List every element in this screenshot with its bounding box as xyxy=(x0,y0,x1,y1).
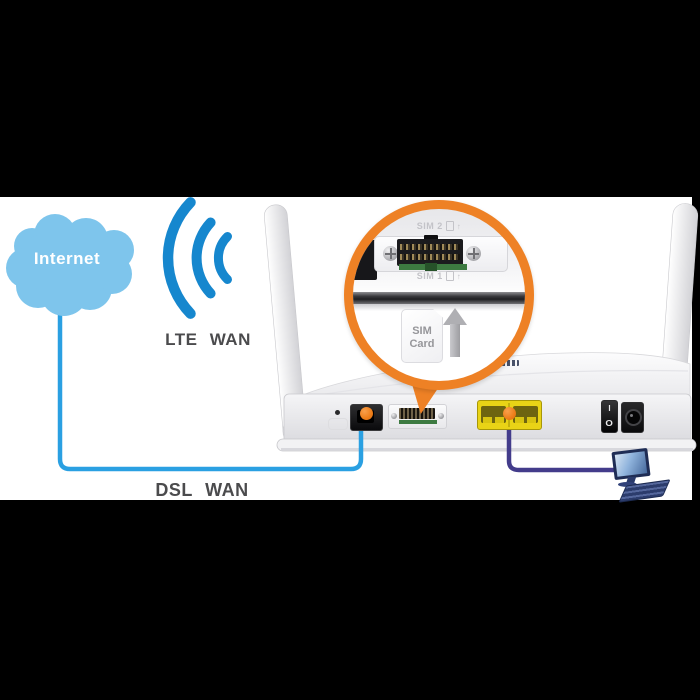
magnified-sim-slot xyxy=(397,239,463,266)
screw-icon xyxy=(466,246,481,261)
screw-icon xyxy=(438,413,444,419)
arrow-up-icon: ↑ xyxy=(456,271,462,281)
power-off-label: O xyxy=(605,419,614,428)
sim1-label-row: SIM 1 ↑ xyxy=(383,271,495,281)
arrow-up-icon: ↑ xyxy=(456,221,462,231)
sim2-label: SIM 2 xyxy=(416,221,443,231)
lan-ethernet-ports xyxy=(477,400,542,430)
router-top xyxy=(286,352,691,405)
power-on-label: I xyxy=(608,404,611,413)
sim-slot-opening xyxy=(399,408,435,419)
internet-label: Internet xyxy=(33,249,101,268)
reset-button xyxy=(335,410,340,415)
magnified-dsl-port-edge xyxy=(353,240,377,280)
dsl-cable xyxy=(57,303,364,472)
sim-card-label-line2: Card xyxy=(409,338,435,350)
lan-port-1 xyxy=(481,406,506,423)
desktop-computer-icon xyxy=(611,447,651,481)
lan-connection-dot xyxy=(503,407,516,420)
power-jack xyxy=(621,402,644,433)
screw-icon xyxy=(383,246,398,261)
sim2-label-row: SIM 2 ↑ xyxy=(383,221,495,231)
sim-chip-icon xyxy=(445,221,454,231)
sim-slot-pcb xyxy=(399,420,437,424)
sim-chip-icon xyxy=(445,271,454,281)
arrow-up-icon xyxy=(443,308,467,325)
internet-cloud-icon xyxy=(6,212,134,316)
power-switch: I O xyxy=(601,400,618,433)
sim1-label: SIM 1 xyxy=(416,271,443,281)
sim-slot xyxy=(388,404,447,429)
dsl-wan-label: DSL WAN xyxy=(155,480,249,500)
chassis-edge-shadow xyxy=(353,292,525,304)
screw-icon xyxy=(391,413,397,419)
brand-logo xyxy=(497,360,519,366)
lan-cable xyxy=(506,418,621,473)
reset-engraving xyxy=(328,418,348,430)
monitor-screen xyxy=(614,451,648,477)
sim-callout-content: SIM 2 ↑ SIM 1 ↑ SIM Card xyxy=(353,209,525,381)
sim-callout-circle: SIM 2 ↑ SIM 1 ↑ SIM Card xyxy=(344,200,534,390)
sim-card-label-line1: SIM xyxy=(412,325,432,337)
dsl-connection-dot xyxy=(360,407,373,420)
lan-port-2 xyxy=(513,406,538,423)
sim-card-icon: SIM Card xyxy=(401,309,443,363)
lte-wan-label: LTE WAN xyxy=(165,330,251,349)
wifi-signal-icon xyxy=(162,197,232,319)
router-device xyxy=(264,203,699,452)
